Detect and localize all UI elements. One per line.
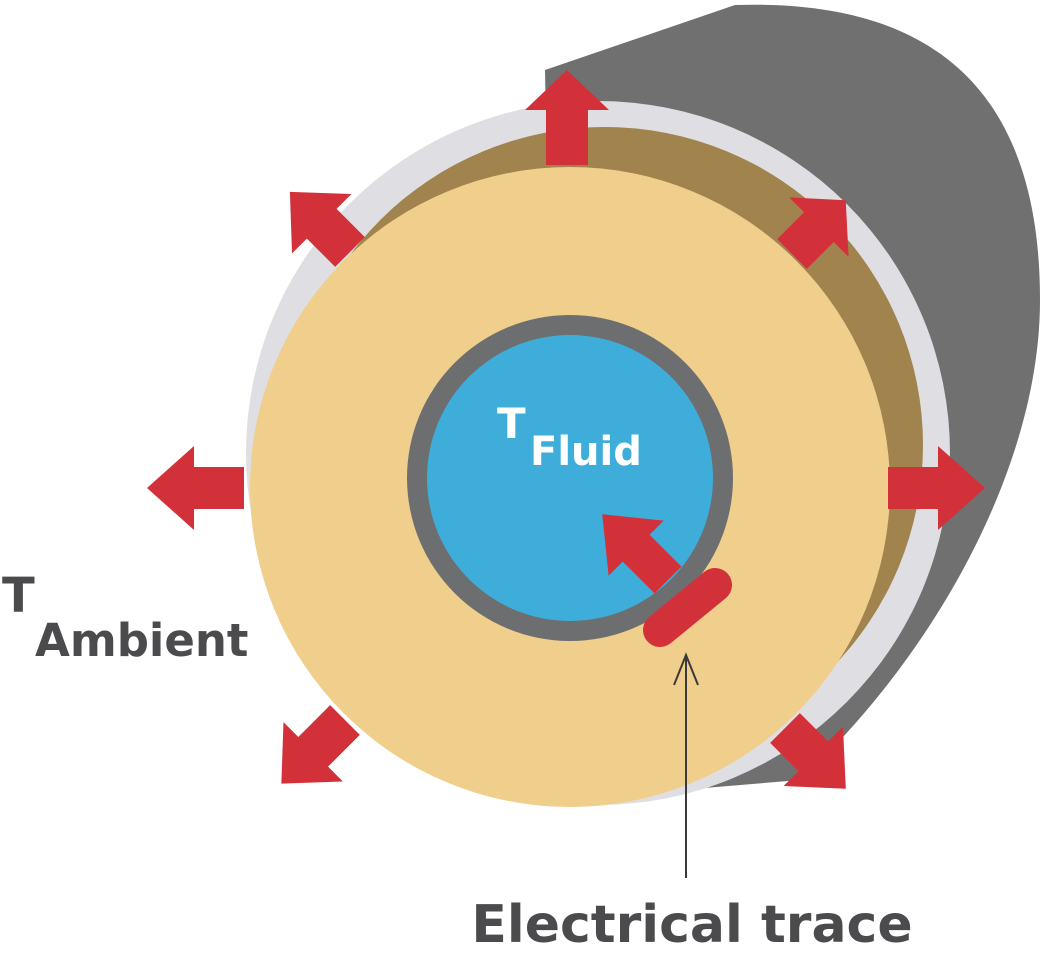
arrow-icon (777, 197, 849, 269)
electrical-trace (643, 568, 732, 647)
arrow-icon (888, 446, 985, 530)
electrical-trace-label: Electrical trace (471, 895, 912, 955)
fluid-area (427, 335, 713, 621)
fluid-label-main: T (497, 399, 526, 448)
arrow-icon (602, 514, 682, 594)
arrow-icon (289, 191, 365, 267)
heat-flow-arrows (147, 70, 985, 789)
arrow-icon (770, 713, 846, 789)
ambient-label-main: T (2, 568, 35, 624)
fluid-label-sub: Fluid (530, 429, 642, 475)
ambient-temperature-label: T Ambient (2, 568, 248, 667)
pointer-arrow-icon (673, 652, 699, 878)
arrow-icon (147, 446, 244, 530)
fluid-temperature-label: T Fluid (497, 399, 642, 475)
arrow-icon (281, 705, 360, 784)
ambient-label-sub: Ambient (35, 614, 248, 667)
arrow-icon (525, 70, 609, 165)
